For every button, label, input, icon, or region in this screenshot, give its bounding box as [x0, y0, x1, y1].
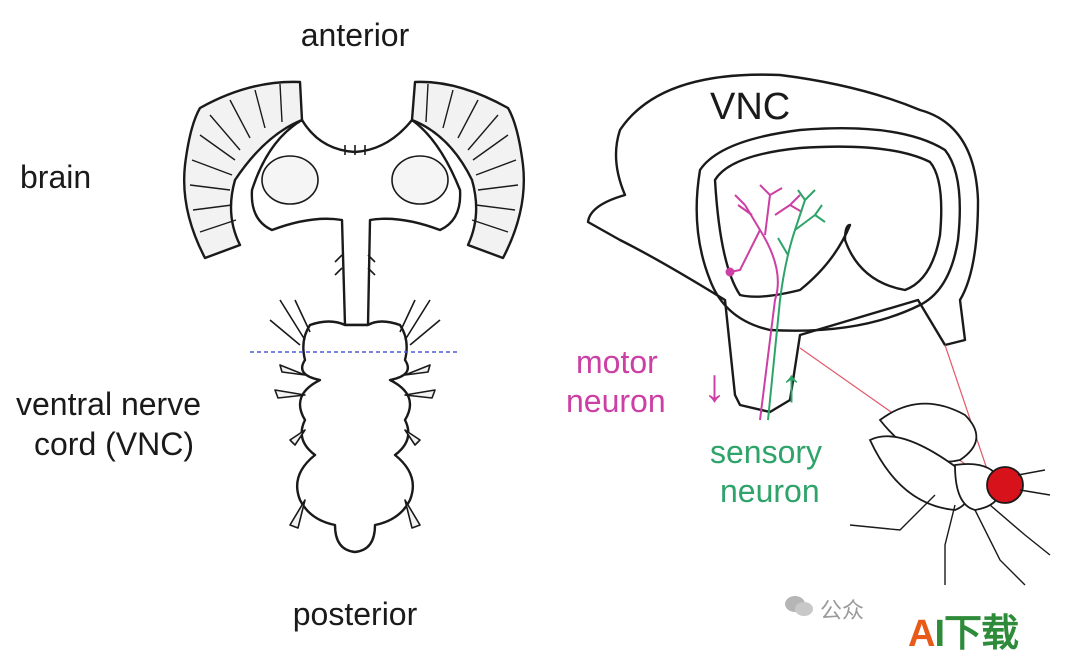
watermark-text: 公众 — [820, 598, 865, 623]
fly-eye — [986, 466, 1024, 504]
label-motor-line2: neuron — [566, 383, 666, 419]
vnc-nerves — [269, 299, 441, 529]
left-optic-lobe — [183, 80, 304, 260]
motor-down-arrow: ↓ — [703, 359, 726, 411]
label-vnc-line1: ventral nerve — [16, 386, 201, 422]
sensory-up-arrow: ↑ — [780, 359, 803, 411]
motor-neuron-soma — [725, 267, 735, 277]
label-sensory-line2: neuron — [720, 473, 820, 509]
label-motor-line1: motor — [576, 344, 658, 380]
central-brain — [250, 118, 462, 327]
vnc-cross-section — [586, 73, 991, 479]
right-brain-neuropil — [391, 155, 449, 205]
label-posterior: posterior — [292, 596, 418, 632]
vnc-inner-ring — [695, 127, 961, 332]
label-anterior: anterior — [300, 17, 410, 53]
label-vnc: VNC — [710, 86, 791, 128]
optic-lobe-rays — [189, 83, 519, 233]
sensory-neuron — [767, 189, 826, 421]
right-optic-lobe — [410, 80, 525, 260]
motor-neuron — [729, 184, 803, 421]
vnc-body — [295, 320, 415, 554]
watermark-logo-rest: I下载 — [934, 613, 1019, 655]
vnc-inner-core — [713, 145, 943, 298]
left-brain-neuropil — [261, 155, 319, 205]
brain-vnc-drawing — [183, 80, 525, 554]
fly-legs — [849, 469, 1051, 586]
label-vnc-line2: cord (VNC) — [34, 426, 195, 462]
neck-nerves — [334, 145, 376, 276]
watermark-logo-a: A — [908, 613, 935, 655]
label-brain: brain — [20, 159, 92, 195]
watermark-logo: AI下载 — [908, 602, 1019, 657]
vnc-outer-shape — [586, 73, 980, 414]
wechat-icon — [784, 594, 814, 618]
fly-drawing — [849, 402, 1051, 586]
label-sensory-line1: sensory — [710, 434, 823, 470]
